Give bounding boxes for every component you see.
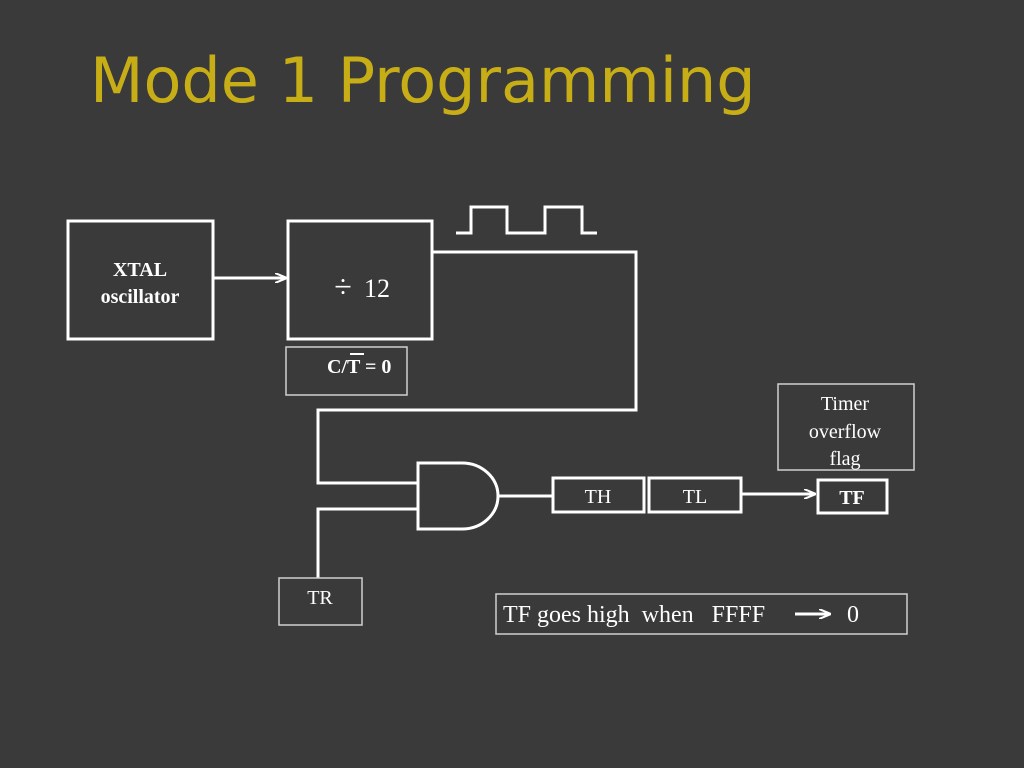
overflow-note: TF goes high when FFFF 0 [495,593,908,635]
caption-line-3: flag [829,448,860,470]
counter-timer-select-box: C/T = 0 [285,346,408,396]
tf-label: TF [839,487,865,509]
and-gate [416,461,500,531]
clock-pulse-waveform [456,205,597,235]
xtal-label: XTAL [113,259,167,281]
divide-by-12-block: ÷ 12 [286,219,434,341]
divide-symbol: ÷ [334,268,352,304]
note-zero: 0 [847,602,859,628]
tr-control-bit: TR [278,577,363,626]
xtal-oscillator-block: XTAL oscillator [66,219,215,341]
note-text: TF goes high when FFFF [503,602,765,628]
tf-flag: TF [816,478,889,515]
divide-value: 12 [364,274,390,303]
tr-label: TR [307,587,333,609]
caption-line-1: Timer [821,393,870,415]
th-label: TH [585,486,612,508]
tl-label: TL [683,486,707,508]
th-register: TH [551,476,646,514]
caption-line-2: overflow [809,421,882,443]
slide-title: Mode 1 Programming [90,44,756,117]
tr-to-gate-wire [316,507,418,578]
ct-select-label: C/T = 0 [327,356,391,378]
oscillator-label: oscillator [101,286,180,308]
tl-register: TL [647,476,743,514]
timer-overflow-caption: Timer overflow flag [777,383,915,471]
divider-to-gate-wire [316,250,638,485]
